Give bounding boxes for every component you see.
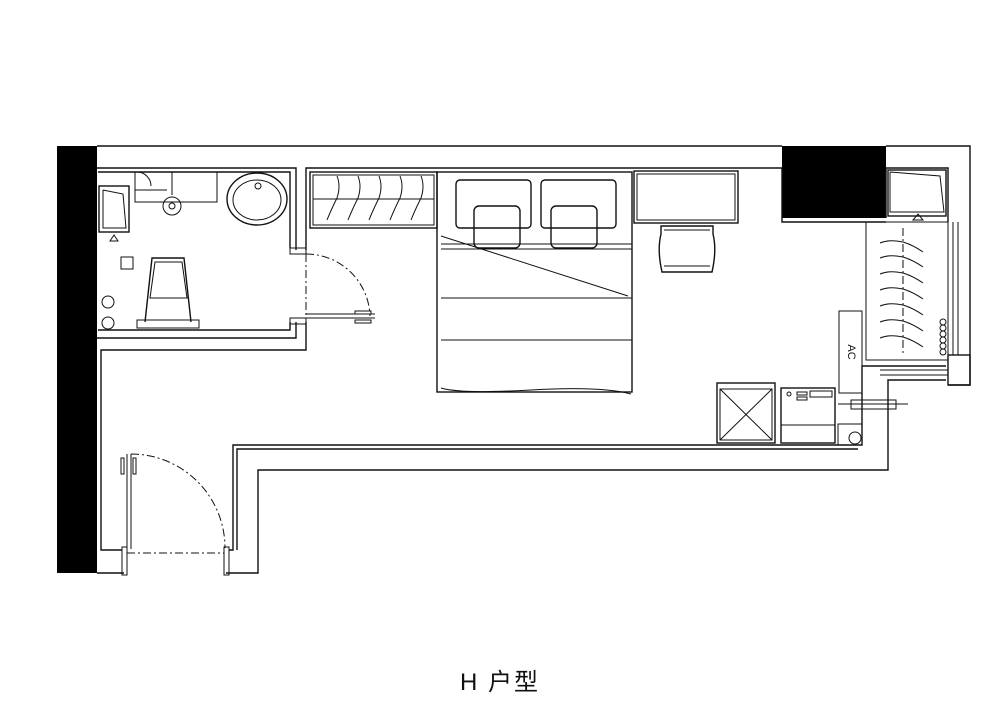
double-bed — [436, 171, 633, 395]
desk — [633, 170, 739, 224]
kitchenette — [780, 387, 836, 444]
shower-tray — [98, 185, 130, 242]
entrance-door[interactable] — [120, 453, 230, 576]
toilet — [101, 256, 200, 330]
ac-label: AC — [845, 344, 857, 359]
bathroom-door[interactable] — [289, 247, 375, 325]
washbasin — [226, 172, 288, 226]
fridge — [716, 382, 776, 444]
left-column — [57, 146, 97, 573]
shower-head — [134, 171, 218, 216]
balcony-wardrobe — [865, 169, 949, 361]
plan-title: H 户型 — [460, 669, 540, 696]
top-right-column — [782, 146, 886, 218]
floor-drain — [837, 399, 908, 446]
wardrobe — [309, 171, 438, 229]
ac-unit: AC — [838, 310, 863, 394]
chair — [658, 225, 716, 273]
